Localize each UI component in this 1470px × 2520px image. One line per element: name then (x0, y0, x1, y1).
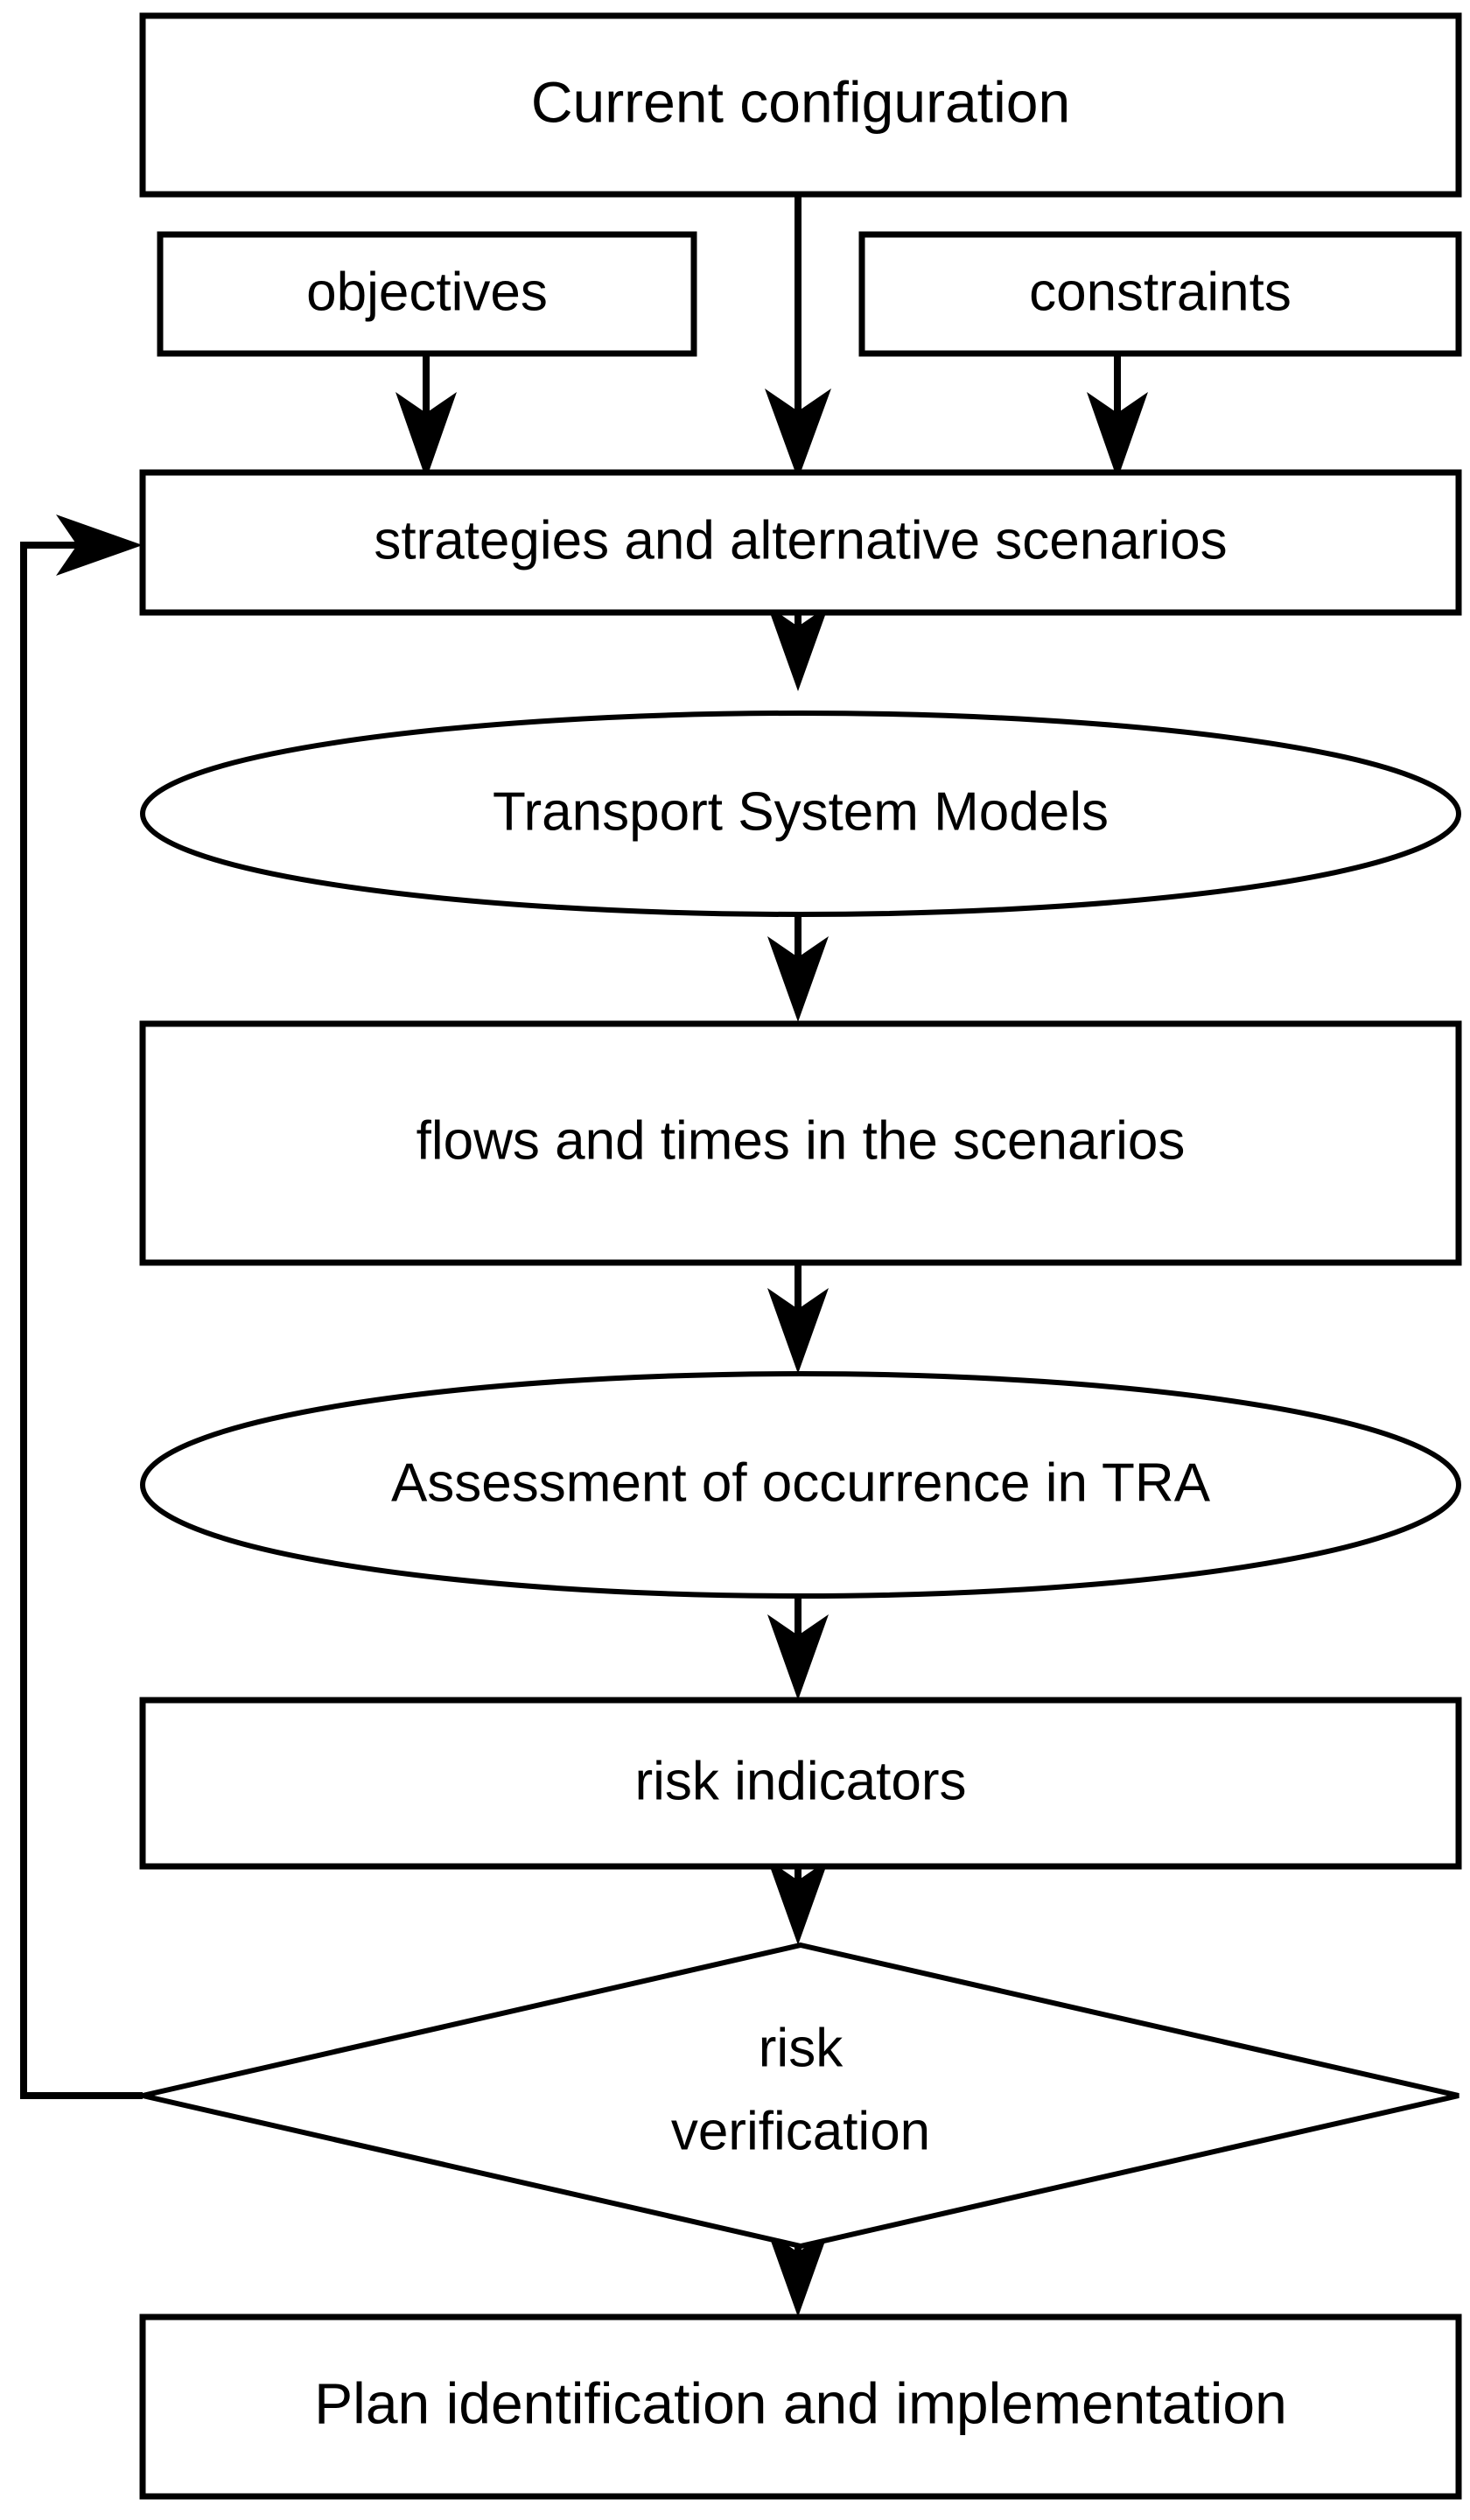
node-strategies-and-alternative-scenarios[interactable]: strategies and alternative scenarios (139, 469, 1462, 616)
node-constraints[interactable]: constraints (858, 231, 1462, 357)
edge-assessment-to-risk-indicators (767, 1595, 829, 1700)
node-label-constraints: constraints (1029, 262, 1292, 322)
edge-risk-verification-to-plan (767, 2231, 829, 2317)
node-assessment-of-occurrence-in-tra[interactable]: Assessment of occurrence in TRA (140, 1371, 1461, 1599)
edge-objectives-to-strategies (396, 354, 457, 480)
node-risk-verification[interactable]: risk verification (142, 1942, 1460, 2250)
edge-constraints-to-strategies (1087, 354, 1148, 480)
edge-risk-indicators-to-risk-verification (767, 1859, 829, 1945)
node-label-flows-and-times-in-the-scenarios: flows and times in the scenarios (416, 1110, 1186, 1171)
node-label-risk-verification-line-1: risk (759, 2018, 844, 2078)
node-label-assessment-of-occurrence-in-tra: Assessment of occurrence in TRA (391, 1452, 1211, 1513)
edge-current-configuration-to-strategies (765, 194, 831, 480)
edge-strategies-to-transport-system-models (767, 606, 829, 691)
node-label-transport-system-models: Transport System Models (493, 781, 1109, 842)
node-transport-system-models[interactable]: Transport System Models (140, 710, 1461, 917)
node-label-risk-verification-line-2: verification (671, 2101, 930, 2161)
node-plan-identification-and-implementation[interactable]: Plan identification and implementation (139, 2314, 1462, 2500)
edge-flows-to-assessment (767, 1263, 829, 1374)
node-label-current-configuration: Current configuration (531, 69, 1070, 134)
node-label-objectives: objectives (306, 262, 548, 322)
node-flows-and-times-in-the-scenarios[interactable]: flows and times in the scenarios (139, 1020, 1462, 1266)
edge-transport-system-models-to-flows (767, 916, 829, 1022)
node-label-strategies-and-alternative-scenarios: strategies and alternative scenarios (374, 510, 1227, 570)
edge-risk-verification-feedback-to-strategies (20, 514, 143, 2099)
node-objectives[interactable]: objectives (157, 231, 697, 357)
node-risk-indicators[interactable]: risk indicators (139, 1697, 1462, 1870)
node-label-risk-indicators: risk indicators (635, 1751, 967, 1811)
node-label-plan-identification-and-implementation: Plan identification and implementation (314, 2370, 1287, 2435)
node-current-configuration[interactable]: Current configuration (139, 12, 1462, 198)
